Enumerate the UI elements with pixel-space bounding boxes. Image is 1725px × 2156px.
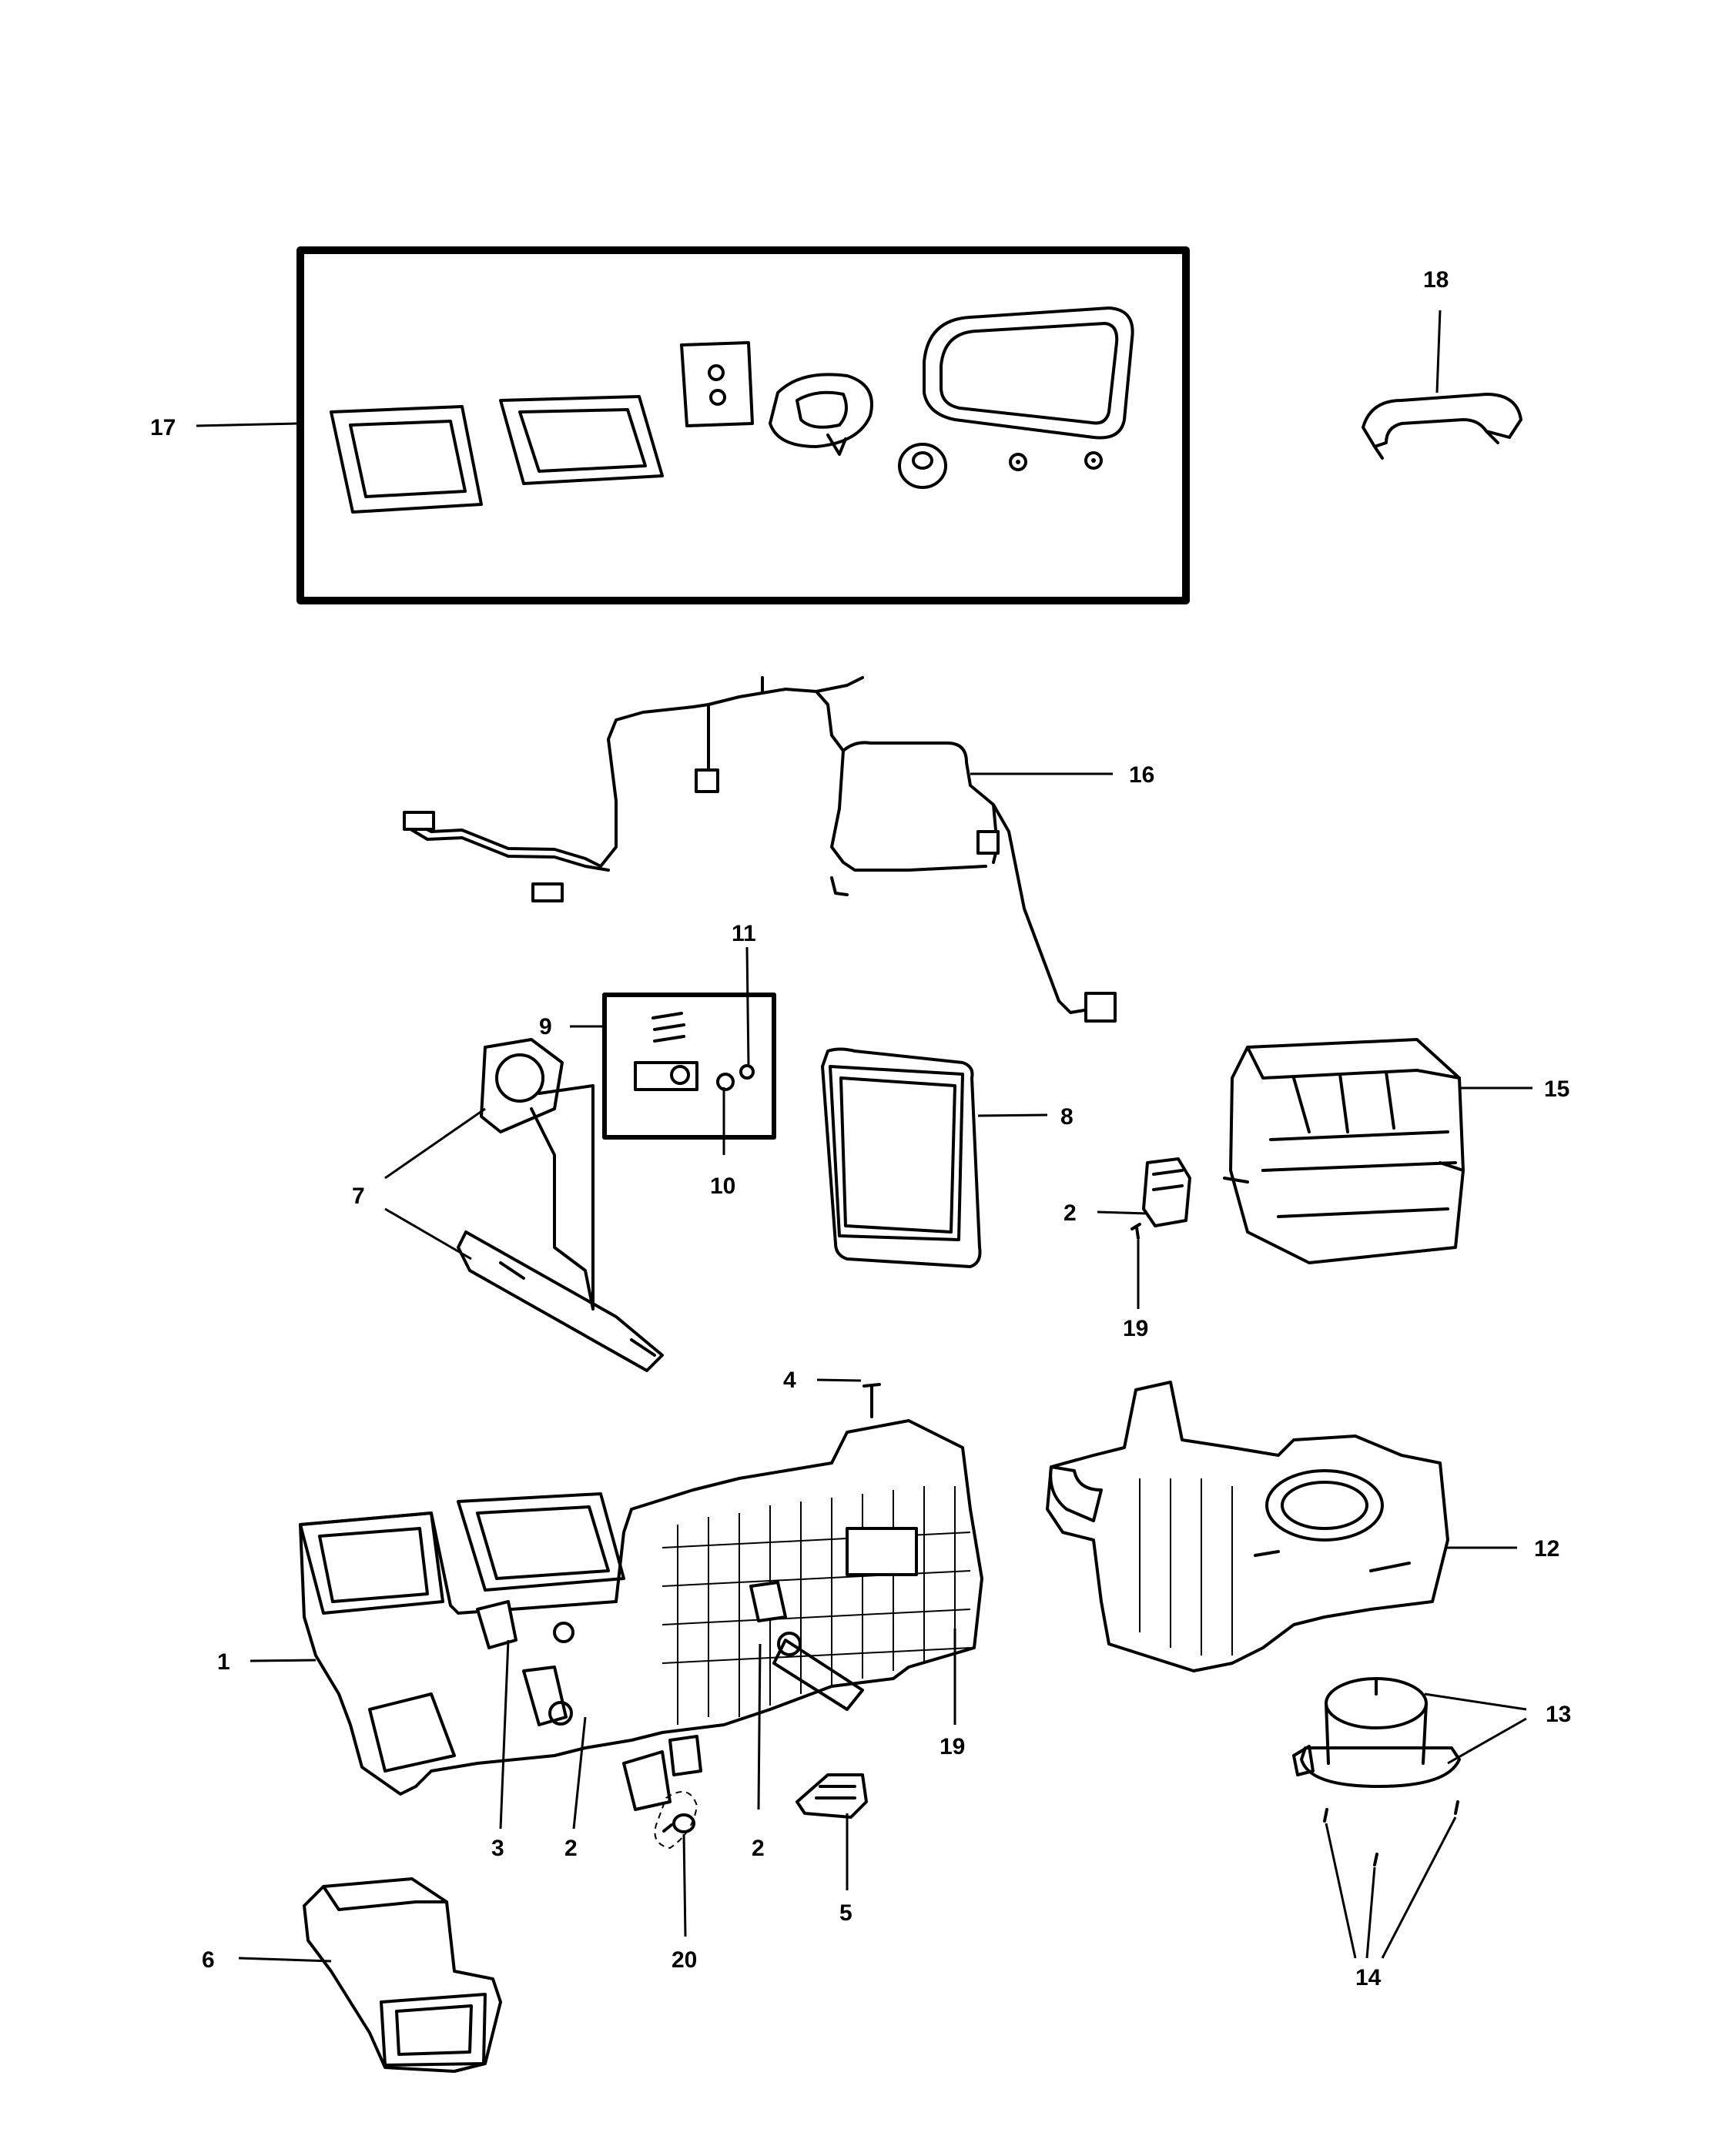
- callout-1: 1: [217, 1649, 230, 1675]
- part-7-heater-core: [457, 1038, 664, 1372]
- callout-2-mid: 2: [752, 1836, 765, 1861]
- callout-2-upper: 2: [1063, 1200, 1077, 1226]
- part-4-screw: [862, 1383, 881, 1418]
- callout-18: 18: [1423, 267, 1449, 293]
- part-2-actuator-upper: [1142, 1157, 1191, 1227]
- callout-17: 17: [150, 415, 176, 440]
- callout-13: 13: [1546, 1702, 1571, 1727]
- callout-16: 16: [1129, 762, 1154, 788]
- leader-lines: [196, 310, 1532, 1963]
- callout-labels: 17 18 16 11 9 10 7 8 15 2 19 4 1 19 12 1…: [150, 267, 1571, 1990]
- part-12-blower-housing: [1046, 1381, 1449, 1672]
- part-13-blower-motor: [1292, 1677, 1461, 1788]
- part-8-evaporator: [821, 1047, 982, 1268]
- callout-11: 11: [732, 921, 756, 946]
- part-20-screw: [654, 1791, 698, 1850]
- callout-14: 14: [1355, 1965, 1382, 1990]
- callout-2-left: 2: [564, 1836, 578, 1861]
- part-5-blower-resistor: [796, 1773, 868, 1819]
- callout-10: 10: [710, 1173, 735, 1199]
- callout-12: 12: [1534, 1536, 1559, 1562]
- part-9-expansion-valve-kit: [602, 993, 776, 1140]
- part-19-screw-upper: [1130, 1223, 1141, 1240]
- callout-6: 6: [202, 1947, 215, 1973]
- callout-3: 3: [491, 1836, 504, 1861]
- part-1-hvac-housing: [299, 1419, 983, 1811]
- callout-5: 5: [839, 1900, 852, 1926]
- callout-8: 8: [1060, 1104, 1074, 1130]
- part-18-bracket: [1362, 393, 1522, 460]
- part-16-wiring-harness: [403, 676, 1117, 1023]
- callout-19-upper: 19: [1123, 1316, 1148, 1341]
- callout-19-lower: 19: [940, 1734, 965, 1759]
- callout-7: 7: [352, 1183, 365, 1209]
- part-17-seal-kit: [296, 246, 1190, 604]
- callout-15: 15: [1544, 1076, 1569, 1102]
- callout-9: 9: [539, 1014, 552, 1040]
- part-6-air-duct: [303, 1877, 502, 2073]
- part-14-screws: [1323, 1800, 1459, 1866]
- callout-4: 4: [783, 1368, 796, 1393]
- part-15-distribution-housing: [1223, 1038, 1465, 1264]
- callout-20: 20: [672, 1947, 697, 1973]
